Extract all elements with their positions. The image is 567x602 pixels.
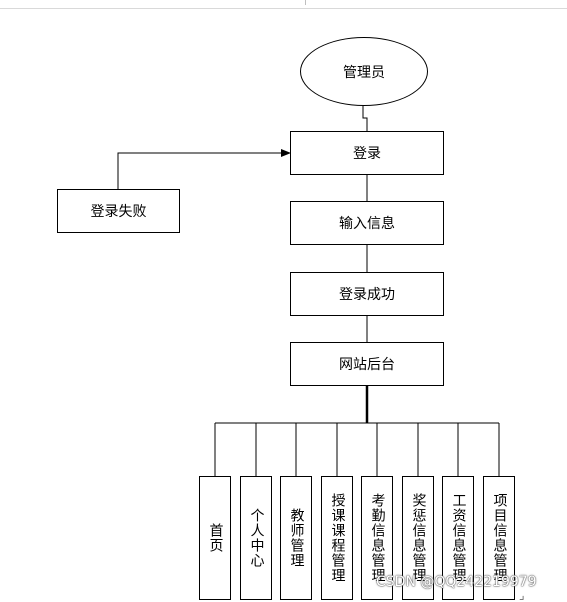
node-login: 登录 <box>290 131 444 175</box>
module-course-management: 授课课程管理 <box>321 476 353 600</box>
module-teacher-management: 教师管理 <box>280 476 312 600</box>
node-admin: 管理员 <box>300 37 428 106</box>
module-home: 首页 <box>199 476 231 600</box>
node-login-label: 登录 <box>353 146 381 162</box>
node-backend: 网站后台 <box>290 342 444 386</box>
module-project-management-label: 项目信息管理 <box>491 493 508 583</box>
module-personal-center-label: 个人中心 <box>248 508 265 568</box>
module-home-label: 首页 <box>207 523 224 553</box>
module-project-management: 项目信息管理 <box>483 476 515 600</box>
node-admin-label: 管理员 <box>343 64 385 81</box>
top-tick-mark <box>305 0 306 5</box>
node-login-success-label: 登录成功 <box>339 287 395 303</box>
node-input-info: 输入信息 <box>290 201 444 245</box>
node-login-fail: 登录失败 <box>57 189 180 233</box>
watermark-text: CSDN @QQ242219979 <box>376 574 537 590</box>
module-salary-management: 工资信息管理 <box>442 476 474 600</box>
corner-mark: ⌟ <box>519 588 525 602</box>
node-backend-label: 网站后台 <box>339 357 395 373</box>
module-attendance-management: 考勤信息管理 <box>361 476 393 600</box>
connector-admin-login <box>362 106 368 131</box>
module-teacher-management-label: 教师管理 <box>288 508 305 568</box>
module-course-management-label: 授课课程管理 <box>329 493 346 583</box>
node-login-fail-label: 登录失败 <box>90 204 147 220</box>
module-personal-center: 个人中心 <box>240 476 272 600</box>
connector-fail-login <box>117 149 291 189</box>
module-salary-management-label: 工资信息管理 <box>450 493 467 583</box>
module-reward-penalty-management-label: 奖惩信息管理 <box>410 493 427 583</box>
module-attendance-management-label: 考勤信息管理 <box>369 493 386 583</box>
module-reward-penalty-management: 奖惩信息管理 <box>402 476 434 600</box>
node-login-success: 登录成功 <box>290 272 444 316</box>
node-input-info-label: 输入信息 <box>339 216 395 232</box>
top-border-line <box>0 8 567 9</box>
